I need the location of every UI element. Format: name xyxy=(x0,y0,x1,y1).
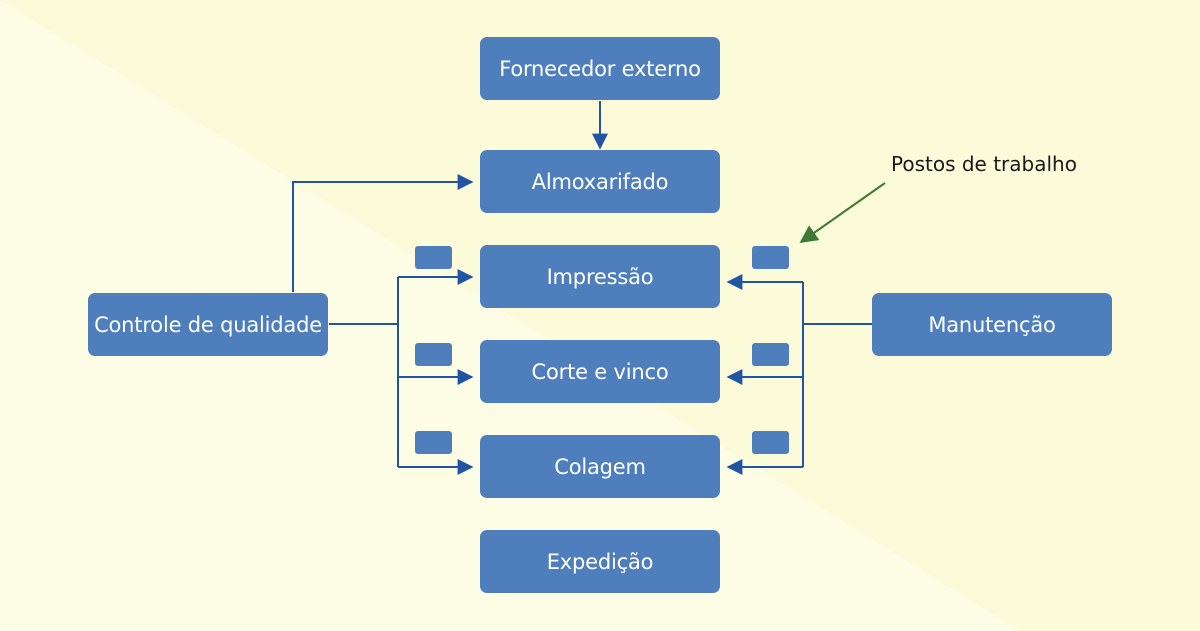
node-expedicao: Expedição xyxy=(480,530,720,593)
node-almoxarifado: Almoxarifado xyxy=(480,150,720,213)
workstation-tag-left-colagem xyxy=(415,431,452,454)
annotation-postos-de-trabalho: Postos de trabalho xyxy=(891,152,1077,176)
annotation-arrow xyxy=(799,182,886,244)
workstation-tag-left-impressao xyxy=(415,246,452,269)
node-corte-e-vinco: Corte e vinco xyxy=(480,340,720,403)
workstation-tag-right-impressao xyxy=(752,246,789,269)
workstation-tag-right-colagem xyxy=(752,431,789,454)
arrow-controle-to-almoxarifado xyxy=(292,174,474,292)
node-fornecedor-externo: Fornecedor externo xyxy=(480,37,720,100)
node-colagem: Colagem xyxy=(480,435,720,498)
node-controle-de-qualidade: Controle de qualidade xyxy=(88,293,328,356)
workstation-tag-right-corte xyxy=(752,343,789,366)
node-manutencao: Manutenção xyxy=(872,293,1112,356)
workstation-tag-left-corte xyxy=(415,343,452,366)
node-impressao: Impressão xyxy=(480,245,720,308)
